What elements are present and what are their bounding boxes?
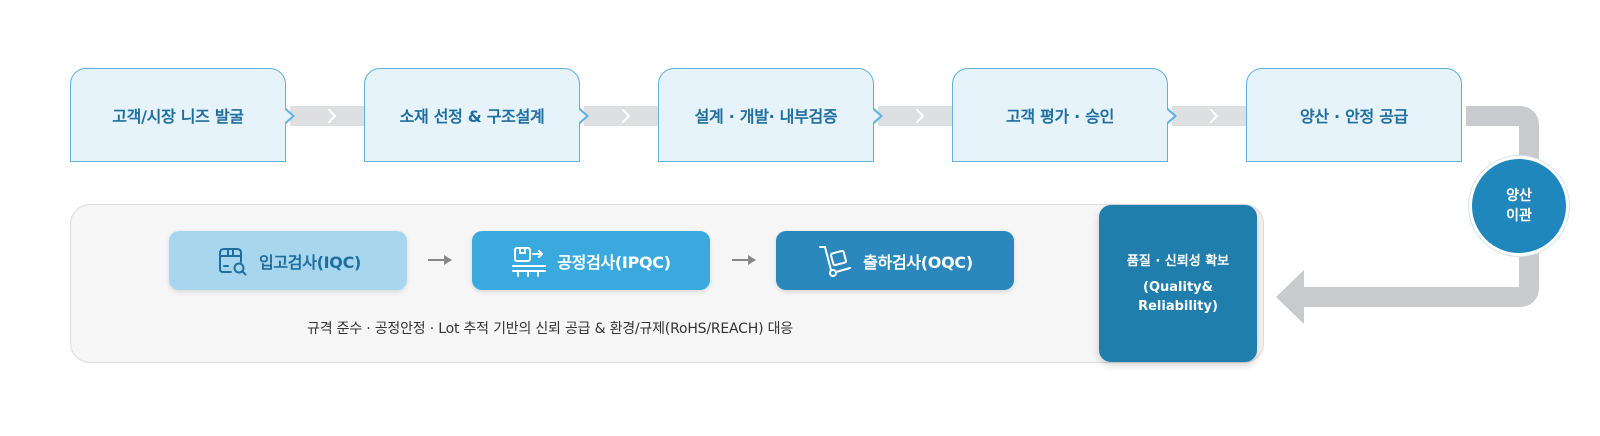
stage-label: 고객 평가 · 승인 [1005, 107, 1115, 126]
assurance-line-2: (Quality& [1143, 279, 1213, 295]
stage-connector-bands [290, 106, 1247, 126]
conveyor-icon [512, 246, 547, 277]
transfer-line-2: 이관 [1506, 208, 1532, 224]
quality-description: 규격 준수 · 공정안정 · Lot 추적 기반의 신뢰 공급 & 환경/규제(… [307, 321, 793, 337]
inspection-oqc: 출하검사(OQC) [776, 231, 1014, 290]
inspection-label: 출하검사(OQC) [863, 252, 973, 272]
inspection-label: 입고검사(IQC) [258, 252, 362, 272]
stage-development-verification: 설계 · 개발· 내부검증 [658, 68, 883, 162]
chevron-right-icon [916, 109, 924, 123]
inspection-ipqc: 공정검사(IPQC) [472, 231, 710, 290]
stage-customer-needs: 고객/시장 니즈 발굴 [70, 68, 295, 162]
quality-reliability-box: 품질 · 신뢰성 확보 (Quality& Reliability) [1099, 205, 1257, 362]
transfer-line-1: 양산 [1506, 188, 1532, 204]
stage-label: 양산 · 안정 공급 [1299, 107, 1409, 126]
chevron-right-icon [622, 109, 630, 123]
chevron-right-icon [1210, 109, 1218, 123]
connector-band-1 [290, 106, 365, 126]
arrow-right-icon [732, 255, 756, 265]
stage-pointer [283, 107, 295, 125]
assurance-line-1: 품질 · 신뢰성 확보 [1126, 253, 1230, 269]
mass-production-transfer-badge: 양산 이관 [1469, 156, 1569, 256]
stage-label: 설계 · 개발· 내부검증 [694, 107, 838, 126]
connector-chevrons [328, 109, 1218, 123]
hand-truck-icon [819, 245, 852, 277]
inspection-label: 공정검사(IPQC) [557, 252, 671, 272]
stage-pointer [1165, 107, 1177, 125]
connector-band-4 [1172, 106, 1247, 126]
chevron-right-icon [328, 109, 336, 123]
inspection-iqc: 입고검사(IQC) [169, 231, 407, 290]
assurance-line-3: Reliability) [1138, 298, 1218, 314]
stage-pointer [577, 107, 589, 125]
box-search-icon [218, 247, 247, 275]
connector-band-3 [878, 106, 953, 126]
return-arrow-head-inner [1285, 279, 1304, 315]
connector-band-2 [584, 106, 659, 126]
stage-label: 소재 선정 & 구조설계 [399, 107, 545, 126]
stage-label: 고객/시장 니즈 발굴 [112, 107, 244, 126]
stage-mass-production-supply: 양산 · 안정 공급 [1246, 68, 1462, 162]
arrow-right-icon [428, 255, 452, 265]
stage-customer-approval: 고객 평가 · 승인 [952, 68, 1177, 162]
stage-material-design: 소재 선정 & 구조설계 [364, 68, 589, 162]
stage-pointer [871, 107, 883, 125]
